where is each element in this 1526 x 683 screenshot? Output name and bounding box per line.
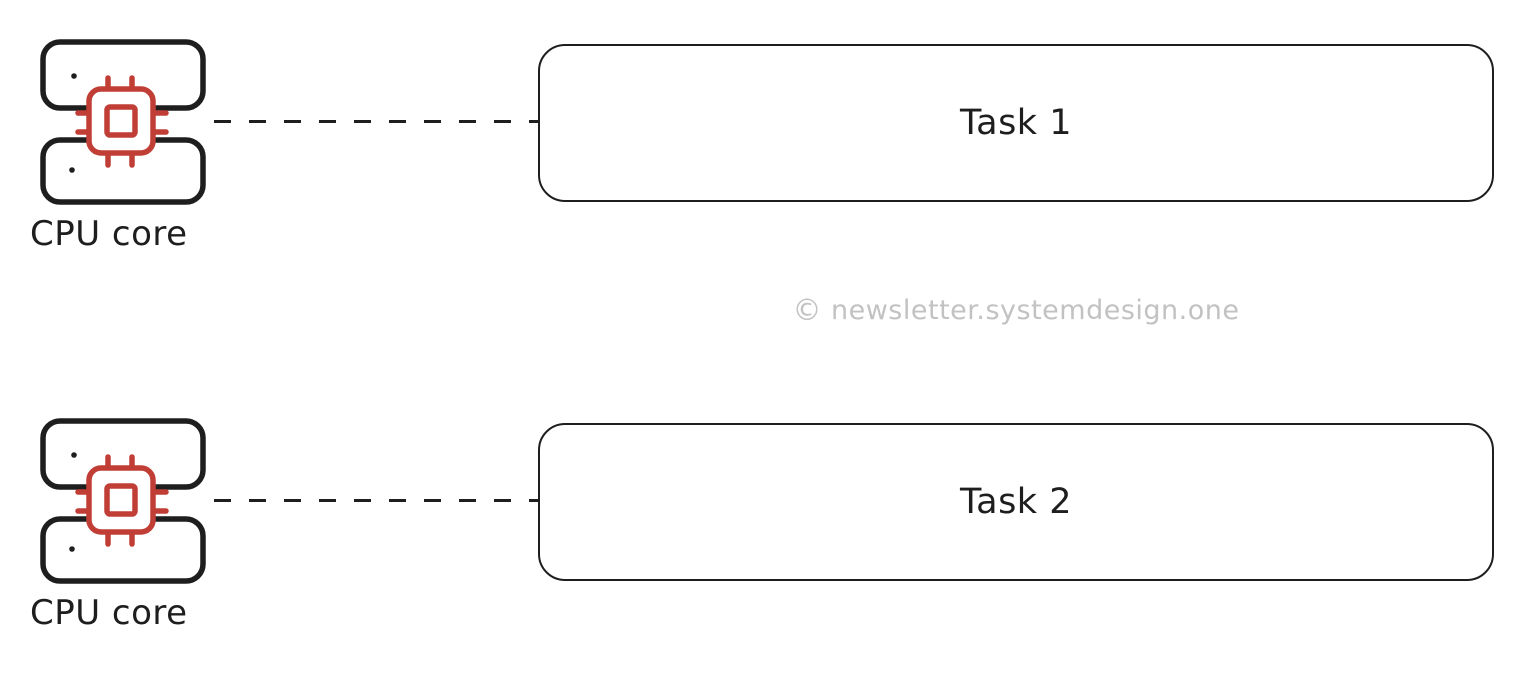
indicator-dot xyxy=(69,546,75,552)
cpu-core-label: CPU core xyxy=(30,214,188,254)
cpu-core-icon xyxy=(40,39,206,205)
chip-glyph xyxy=(75,75,169,168)
watermark-text: newsletter.systemdesign.one xyxy=(831,295,1240,326)
watermark: © newsletter.systemdesign.one xyxy=(538,295,1494,326)
copyright-icon: © xyxy=(792,293,822,327)
cpu-core-label: CPU core xyxy=(30,593,188,633)
chip-glyph xyxy=(75,454,169,547)
dashed-connector xyxy=(214,499,538,502)
cpu-core-icon xyxy=(40,418,206,584)
cpu-task-row-1: CPU core Task 1 xyxy=(0,0,1526,260)
indicator-dot xyxy=(69,167,75,173)
indicator-dot xyxy=(71,452,77,458)
task-box: Task 2 xyxy=(538,423,1494,581)
task-label: Task 2 xyxy=(960,482,1072,522)
cpu-task-row-2: CPU core Task 2 xyxy=(0,379,1526,639)
task-box: Task 1 xyxy=(538,44,1494,202)
dashed-connector xyxy=(214,120,538,123)
indicator-dot xyxy=(71,73,77,79)
task-label: Task 1 xyxy=(960,103,1072,143)
